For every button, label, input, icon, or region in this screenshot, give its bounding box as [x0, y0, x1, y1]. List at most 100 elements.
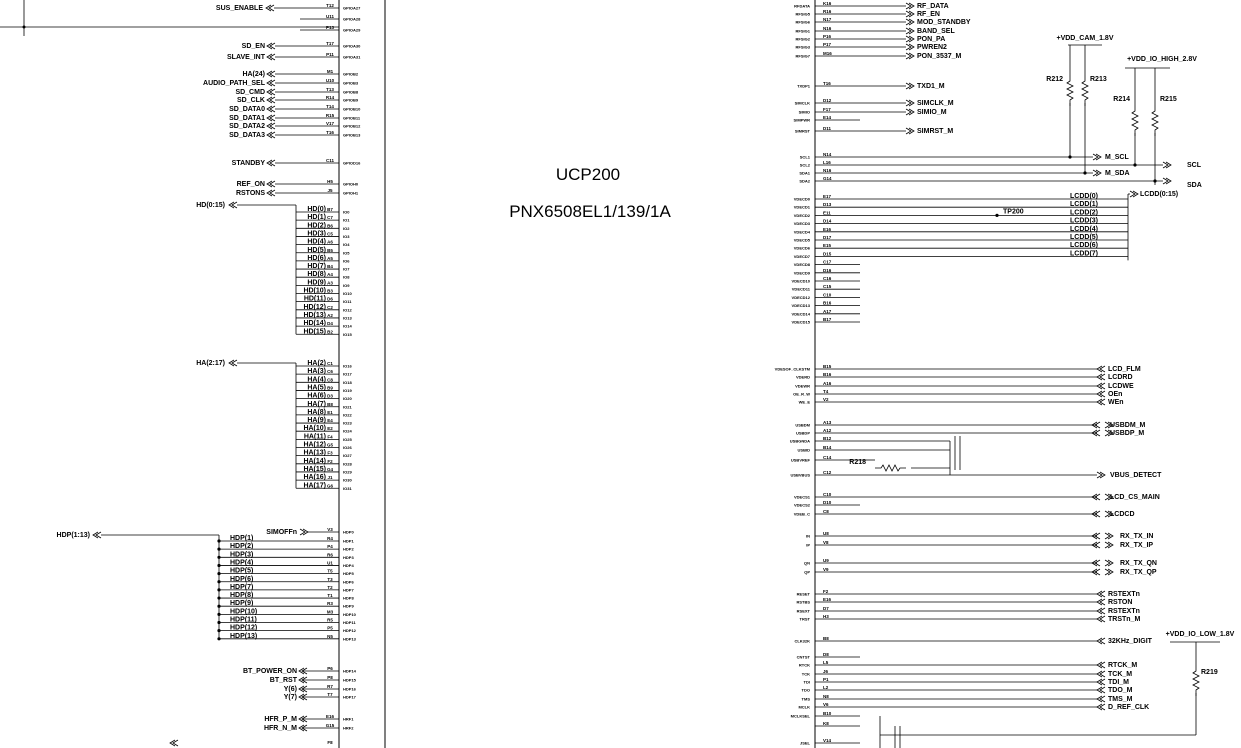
- net-label: HDP(10): [230, 608, 257, 615]
- pin-number-label: B16: [823, 301, 832, 306]
- pin-number-label: P13: [326, 25, 335, 30]
- net-out-arrow: [905, 127, 915, 135]
- junction-dot: [217, 629, 221, 633]
- pin-function-label: VDECD15: [792, 320, 811, 325]
- pin-function-label: GPIOA30: [343, 44, 361, 49]
- pin-number-label: L5: [823, 660, 829, 665]
- net-label: HD(8): [307, 271, 326, 278]
- pin-number-label: C11: [326, 158, 335, 163]
- pin-number-label: D13: [823, 202, 832, 207]
- pin-function-label: GPIOB11: [343, 116, 361, 121]
- net-out-arrow: [905, 99, 915, 107]
- net-label: 32KHz_DIGIT: [1108, 638, 1153, 645]
- pin-function-label: IO13: [343, 315, 352, 320]
- pin-number-label: U10: [326, 78, 335, 83]
- net-in-arrow: [266, 79, 276, 87]
- pin-function-label: IO30: [343, 478, 352, 483]
- net-label: HD(3): [307, 230, 326, 237]
- pin-number-label: B10: [823, 711, 832, 716]
- net-label: LCDD(0): [1070, 193, 1098, 200]
- pin-function-label: GPIOA29: [343, 28, 361, 33]
- pin-function-label: CNTST: [797, 655, 811, 660]
- pin-number-label: C1: [327, 361, 333, 366]
- pin-number-label: V3: [327, 527, 333, 532]
- pin-number-label: C14: [823, 455, 832, 460]
- pin-function-label: VDECD10: [792, 279, 811, 284]
- pin-function-label: IO18: [343, 380, 352, 385]
- pin-function-label: USBVREF: [791, 458, 811, 463]
- bus-out-arrow: [1129, 190, 1139, 198]
- junction-dot: [217, 547, 221, 551]
- pin-number-label: D16: [823, 268, 832, 273]
- pin-function-label: MCLK: [798, 705, 810, 710]
- net-label: RX_TX_IP: [1120, 542, 1153, 549]
- net-label: TCK_M: [1108, 671, 1132, 678]
- resistor-r214: [1131, 105, 1139, 136]
- pin-function-label: RFSIG5: [796, 12, 811, 17]
- net-label: Y(6): [284, 686, 297, 693]
- net-label: RF_EN: [917, 11, 940, 18]
- bus-label: HDP(1:13): [57, 532, 90, 539]
- net-label: LCDRD: [1108, 374, 1133, 381]
- pin-function-label: VDECD13: [792, 303, 811, 308]
- pin-function-label: RFSIG7: [796, 54, 811, 59]
- pin-function-label: HDP16: [343, 687, 357, 692]
- net-label: RSTONS: [236, 190, 265, 197]
- net-label: M_SCL: [1105, 154, 1129, 161]
- pin-function-label: GPIOB10: [343, 107, 361, 112]
- junction-dot: [217, 620, 221, 625]
- pin-function-label: IO4: [343, 242, 350, 247]
- net-label: SD_CMD: [235, 89, 265, 96]
- pin-function-label: GPIOB12: [343, 124, 361, 129]
- pin-number-label: P8: [327, 675, 333, 680]
- junction-dot: [1068, 155, 1072, 159]
- pin-number-label: D12: [823, 98, 832, 103]
- pin-function-label: IO20: [343, 396, 352, 401]
- pin-function-label: GPIOD16: [343, 161, 361, 166]
- bidir-arrow: [1104, 421, 1114, 429]
- pin-function-label: USBDM: [795, 423, 810, 428]
- net-label: LCDD(2): [1070, 209, 1098, 216]
- pin-function-label: HDP17: [343, 695, 357, 700]
- junction-dot: [217, 580, 221, 584]
- pin-function-label: VDERD: [796, 375, 810, 380]
- net-in-arrow: [298, 685, 308, 693]
- net-in-arrow: [298, 715, 308, 723]
- net-label: PWREN2: [917, 44, 947, 51]
- pin-function-label: SCL1: [800, 155, 811, 160]
- net-label: HD(0): [307, 206, 326, 213]
- pin-number-label: J5: [327, 188, 333, 193]
- test-point-label: TP200: [1003, 208, 1024, 215]
- pin-function-label: HDP13: [343, 636, 357, 641]
- pin-function-label: GPIOB9: [343, 98, 359, 103]
- net-label: BAND_SEL: [917, 28, 955, 35]
- pin-function-label: RFSIG2: [796, 37, 811, 42]
- pin-number-label: L2: [823, 685, 829, 690]
- net-label: REF_ON: [237, 181, 265, 188]
- net-in-arrow: [266, 114, 276, 122]
- net-label: LCDD(7): [1070, 250, 1098, 257]
- pin-number-label: A4: [327, 272, 333, 277]
- pin-number-label: T16: [326, 130, 334, 135]
- pin-function-label: HDP10: [343, 612, 357, 617]
- net-in-arrow: [266, 189, 276, 197]
- pin-number-label: D7: [823, 606, 829, 611]
- pin-number-label: R16: [823, 9, 832, 14]
- net-label: HA(14): [303, 458, 326, 465]
- pin-function-label: VDESOF_CLKSTM: [775, 367, 811, 372]
- net-out-arrow: [905, 35, 915, 43]
- pin-number-label: N8: [823, 694, 829, 699]
- pin-number-label: T16: [823, 81, 831, 86]
- part-code: PNX6508EL1/139/1A: [509, 202, 671, 221]
- resistor-label: R214: [1113, 96, 1130, 103]
- net-label: HD(2): [307, 222, 326, 229]
- net-label: HD(15): [303, 328, 326, 335]
- net-label: HDP(12): [230, 625, 257, 632]
- pin-function-label: HDP0: [343, 530, 354, 535]
- net-label: TDO_M: [1108, 687, 1133, 694]
- net-label: HDP(8): [230, 592, 253, 599]
- pin-number-label: B14: [823, 445, 832, 450]
- net-label: HD(12): [303, 304, 326, 311]
- pin-function-label: HDP12: [343, 628, 357, 633]
- part-title: UCP200: [556, 165, 620, 184]
